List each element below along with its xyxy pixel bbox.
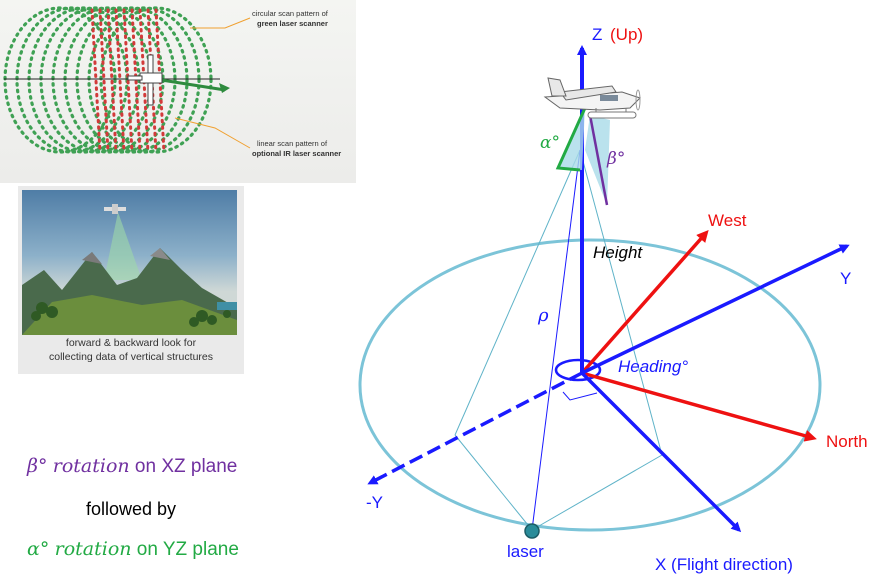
west-label: West [708, 211, 747, 230]
west-arrow [580, 230, 709, 375]
alpha-plane-text: on YZ plane [131, 539, 239, 560]
north-label: North [826, 432, 868, 451]
followed-by-note: followed by [86, 499, 177, 519]
beta-rotation-word: rotation [52, 455, 130, 477]
north-arrow [581, 371, 817, 442]
alpha-label: α° [540, 133, 560, 153]
z-axis-label: Z [592, 25, 602, 44]
laser-label: laser [507, 542, 544, 561]
terrain-illustration: forward & backward look for collecting d… [18, 186, 244, 374]
terrain-airplane-icon [104, 204, 126, 214]
heading-arc [554, 358, 602, 382]
alpha-angle-line [555, 107, 587, 172]
y-axis [581, 244, 850, 375]
airplane-icon [127, 54, 163, 106]
neg-y-axis-label: -Y [366, 493, 383, 512]
x-axis-label: X (Flight direction) [655, 555, 793, 574]
beta-label: β° [606, 149, 625, 169]
linear-scan-caption-2: optional IR laser scanner [252, 149, 341, 158]
heading-label: Heading° [618, 357, 688, 376]
beta-rotation-note: β° rotation on XZ plane [27, 455, 237, 478]
scan-pattern-illustration: circular scan pattern of green laser sca… [0, 0, 356, 183]
terrain-picture [22, 190, 237, 335]
linear-scan-caption-1: linear scan pattern of [257, 139, 328, 148]
terrain-caption: forward & backward look for collecting d… [18, 336, 244, 364]
scan-ellipse [358, 238, 822, 532]
x-axis [580, 371, 742, 533]
height-label: Height [593, 243, 643, 262]
scan-geometry-lines [454, 149, 663, 531]
alpha-symbol: α° [27, 538, 50, 560]
circular-scan-caption-1: circular scan pattern of [252, 9, 329, 18]
right-angle-mark [562, 391, 598, 401]
terrain-caption-line-1: forward & backward look for [65, 337, 197, 349]
alpha-rotation-note: α° rotation on YZ plane [27, 538, 239, 561]
rho-line [531, 149, 581, 531]
scan-pattern-graphic: circular scan pattern of green laser sca… [3, 6, 341, 158]
rho-label: ρ [537, 305, 549, 326]
beta-plane-text: on XZ plane [129, 456, 238, 477]
circular-scan-caption-2: green laser scanner [257, 19, 328, 28]
beta-angle-line [588, 114, 609, 206]
laser-point-icon [524, 523, 540, 539]
beta-symbol: β° [27, 455, 48, 477]
terrain-caption-line-2: collecting data of vertical structures [49, 351, 213, 363]
alpha-rotation-word: rotation [54, 538, 132, 560]
y-axis-label: Y [840, 269, 851, 288]
z-up-label: (Up) [610, 25, 643, 44]
airplane-icon [543, 77, 641, 119]
